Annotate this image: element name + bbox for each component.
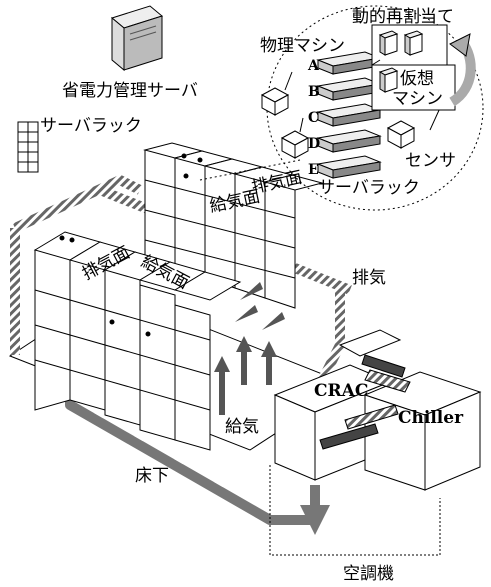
label-virtual-machine-2: マシン [392, 89, 443, 109]
machine-label-b: B [308, 84, 320, 100]
label-exhaust: 排気 [352, 268, 386, 288]
zoom-callout-ellipse [266, 5, 484, 211]
label-dynamic-reassign: 動的再割当て [352, 7, 454, 27]
air-conditioner-connector [269, 465, 441, 556]
chiller-pipes [319, 354, 411, 450]
chiller-unit [363, 371, 482, 491]
underfloor-floor-tiles [94, 407, 226, 488]
machine-label-a: A [307, 58, 320, 74]
supply-air-arrows [214, 282, 285, 415]
sensor-icon [260, 71, 441, 159]
label-underfloor: 床下 [135, 466, 169, 486]
label-physical-machine: 物理マシン [260, 36, 345, 56]
label-server-rack-zoom: サーバラック [318, 178, 420, 198]
dynamic-reassignment-box [371, 24, 456, 111]
server-icon [110, 5, 164, 72]
rack-row-back [143, 142, 324, 309]
server-rack-legend-icon [17, 121, 39, 173]
physical-machine-stack [316, 51, 382, 179]
label-server-rack-legend: サーバラック [40, 116, 142, 136]
exhaust-enclosure-left [12, 174, 143, 233]
label-air-conditioner: 空調機 [343, 564, 394, 583]
machine-label-e: E [308, 162, 319, 178]
label-virtual-machine-1: 仮想 [400, 69, 434, 89]
label-sensor: センサ [405, 151, 456, 171]
label-mgmt-server: 省電力管理サーバ [62, 81, 198, 101]
label-crac: CRAC [314, 381, 368, 401]
machine-label-c: C [308, 110, 319, 126]
underfloor-arrow-head [300, 505, 330, 535]
label-supply: 給気 [225, 417, 259, 437]
machine-label-d: D [308, 136, 320, 152]
rack-row-front [33, 231, 242, 451]
machine-labels: A B C D E [307, 58, 320, 178]
label-chiller: Chiller [398, 408, 464, 428]
reassign-arrow [449, 33, 476, 107]
